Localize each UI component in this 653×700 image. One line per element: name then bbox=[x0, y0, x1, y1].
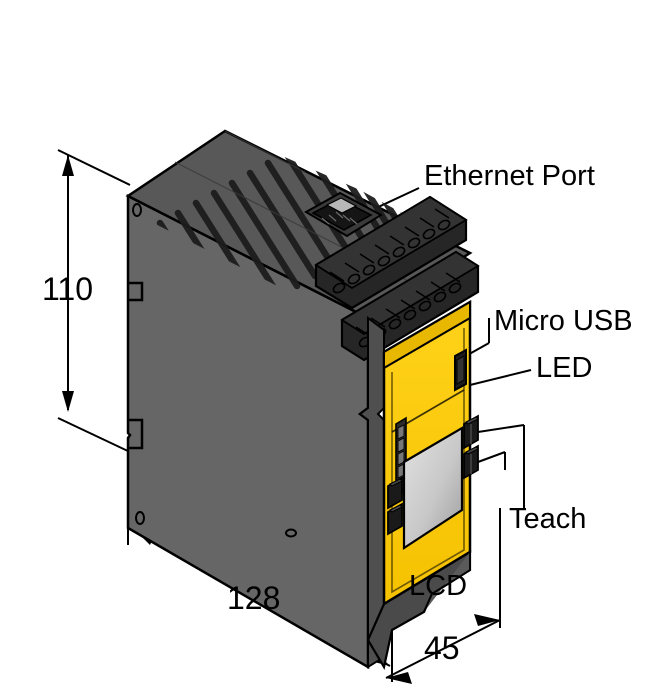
led-1 bbox=[397, 424, 405, 440]
dimension-label-height: 110 bbox=[42, 271, 94, 307]
teach-button-2 bbox=[463, 444, 479, 480]
callout-lcd: LCD bbox=[409, 570, 468, 602]
side-button-1 bbox=[387, 476, 403, 510]
side-button-2 bbox=[387, 502, 403, 536]
micro-usb-port[interactable] bbox=[454, 348, 467, 392]
terminal-block-row-1 bbox=[314, 195, 468, 310]
teach-button-group[interactable] bbox=[463, 414, 479, 480]
callout-teach: Teach bbox=[509, 503, 587, 535]
dimension-label-depth: 128 bbox=[227, 580, 281, 616]
leader-led bbox=[469, 369, 532, 386]
dim-110-ext-bottom bbox=[57, 417, 131, 453]
callout-ethernet-port: Ethernet Port bbox=[424, 160, 595, 192]
leader-teach-1 bbox=[477, 424, 525, 433]
lcd-display bbox=[402, 426, 464, 551]
arrow-110-bottom bbox=[62, 391, 74, 412]
dim-45-line bbox=[385, 619, 501, 679]
arrow-110-top bbox=[62, 155, 74, 176]
leader-teach-2 bbox=[477, 451, 506, 463]
dimension-label-width: 45 bbox=[424, 630, 460, 666]
arrow-45-right bbox=[474, 614, 500, 626]
housing-base-foot bbox=[366, 550, 472, 670]
teach-button-1 bbox=[463, 414, 479, 450]
callout-micro-usb: Micro USB bbox=[494, 305, 633, 337]
ethernet-port-connector bbox=[303, 191, 384, 238]
dim-110-ext-top bbox=[57, 149, 131, 186]
side-button-group[interactable] bbox=[387, 476, 403, 536]
arrow-45-left bbox=[386, 672, 412, 684]
led-2 bbox=[397, 437, 405, 453]
callout-led: LED bbox=[536, 352, 593, 384]
